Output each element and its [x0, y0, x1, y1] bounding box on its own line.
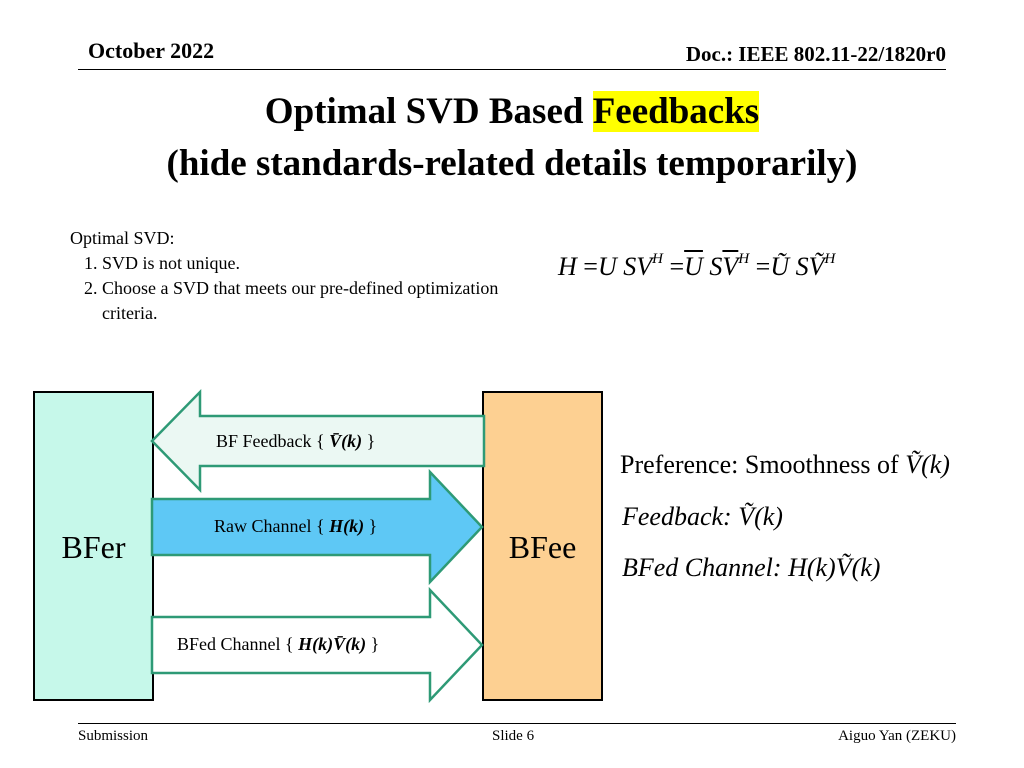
- raw-channel-arrow: [150, 468, 484, 586]
- bullet-item: Choose a SVD that meets our pre-defined …: [102, 276, 502, 326]
- slide-title: Optimal SVD Based Feedbacks (hide standa…: [0, 86, 1024, 190]
- title-line-2: (hide standards-related details temporar…: [166, 143, 858, 184]
- bfed-channel-arrow: [150, 586, 484, 704]
- eq-equals: =: [755, 252, 771, 281]
- title-line-1: Optimal SVD Based Feedbacks: [0, 86, 1024, 138]
- eq-s: S: [623, 252, 637, 281]
- eq-vbar: V: [722, 252, 739, 281]
- bullet-heading: Optimal SVD:: [70, 228, 175, 248]
- footer-author: Aiguo Yan (ZEKU): [838, 728, 956, 744]
- bullet-item: SVD is not unique.: [102, 251, 502, 276]
- eq-v: V: [636, 252, 653, 281]
- eq-equals: =: [669, 252, 685, 281]
- eq-ubar: U: [684, 252, 703, 281]
- feedback-arrow: [150, 388, 486, 494]
- bfer-label: BFer: [61, 529, 126, 565]
- bfee-label: BFee: [508, 529, 577, 565]
- feedback-formula: Feedback: Ṽ(k): [622, 502, 783, 531]
- title-highlight: Feedbacks: [592, 91, 760, 132]
- raw-channel-label: Raw Channel { H(k) }: [214, 516, 378, 536]
- bfer-box: BFer: [33, 391, 154, 701]
- header-rule: [78, 69, 946, 70]
- footer-rule: [78, 723, 956, 724]
- header-date: October 2022: [88, 38, 215, 63]
- header-doc-id: Doc.: IEEE 802.11-22/1820r0: [685, 42, 946, 66]
- bfed-channel-label: BFed Channel { H(k)V̄(k) }: [177, 634, 380, 654]
- eq-sup: H: [738, 251, 750, 267]
- eq-s: S: [709, 252, 723, 281]
- eq-s: S: [795, 252, 809, 281]
- footer-submission: Submission: [78, 728, 149, 744]
- preference-text: Preference: Smoothness of Ṽ(k): [620, 450, 950, 479]
- eq-equals: =: [583, 252, 598, 281]
- footer-slide-number: Slide 6: [492, 728, 535, 744]
- feedback-arrow-label: BF Feedback { V̄(k) }: [216, 431, 376, 451]
- eq-sup: H: [824, 251, 836, 267]
- eq-utilde: Ũ: [770, 252, 790, 281]
- bfed-channel-formula: BFed Channel: H(k)Ṽ(k): [622, 553, 881, 582]
- bullet-list: Optimal SVD: SVD is not unique. Choose a…: [70, 226, 502, 326]
- eq-vtilde: Ṽ: [808, 252, 825, 281]
- eq-u: U: [597, 252, 617, 281]
- svd-equation: H =U SVH =U SVH =Ũ SṼH: [558, 252, 835, 282]
- eq-sup: H: [652, 251, 663, 267]
- eq-h: H: [558, 252, 577, 281]
- bfee-box: BFee: [482, 391, 603, 701]
- title-prefix: Optimal SVD Based: [264, 91, 593, 132]
